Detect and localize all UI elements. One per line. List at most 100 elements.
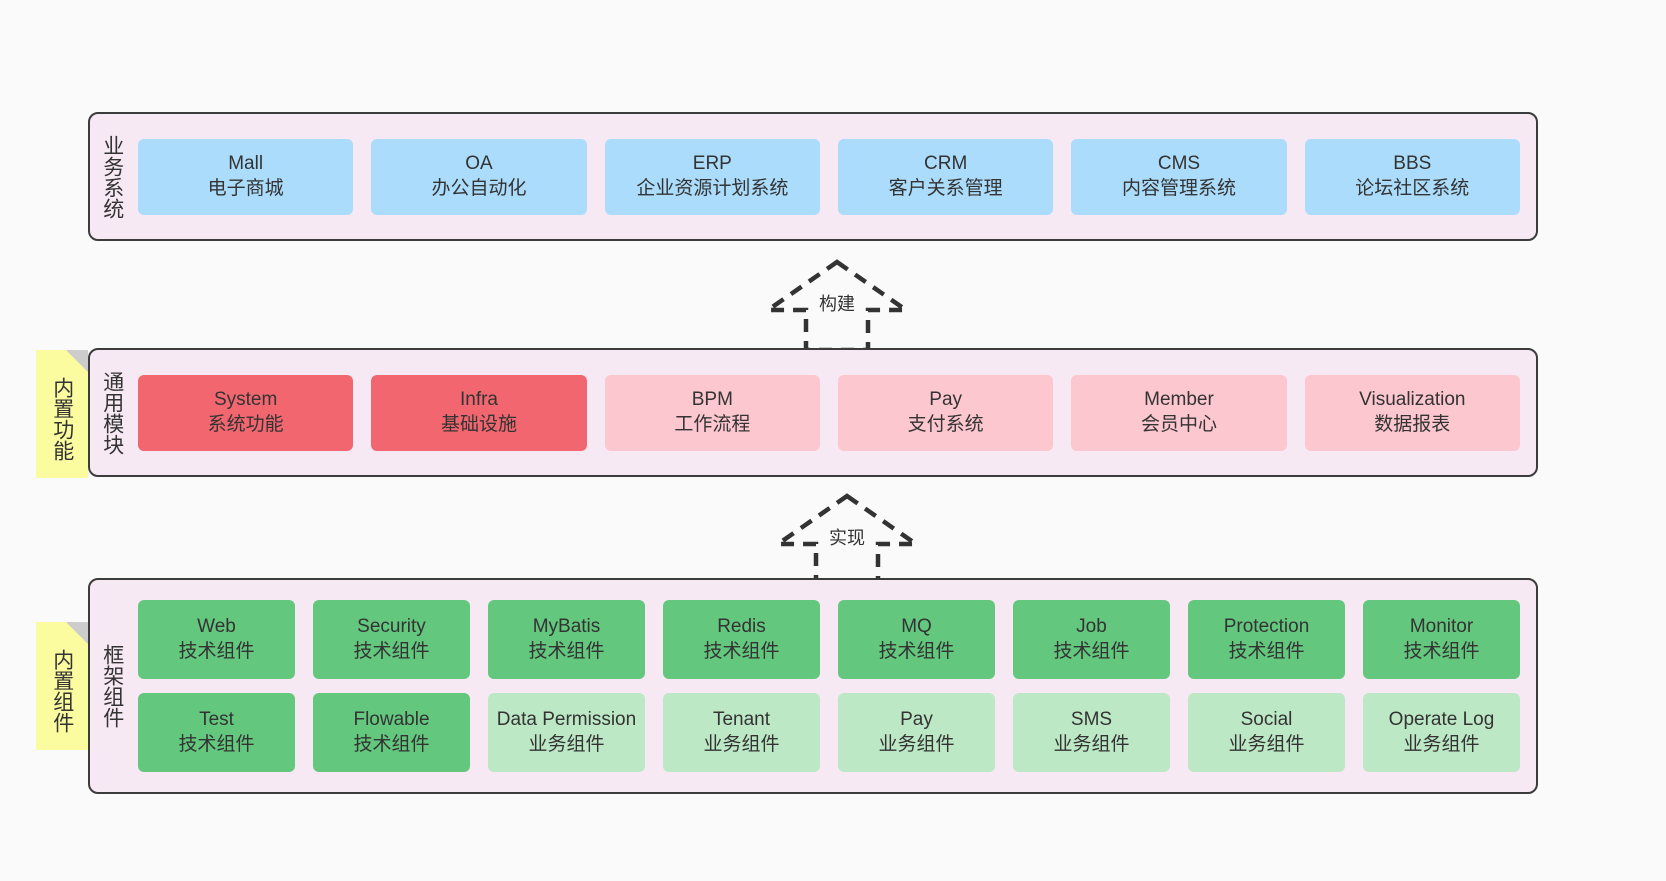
node-erp[interactable]: ERP 企业资源计划系统 — [604, 138, 820, 215]
node-bpm-name: BPM — [691, 389, 733, 411]
layer-common-modules: 通用模块 System 系统功能 Infra 基础设施 BPM 工作流程 Pay… — [88, 348, 1538, 477]
note-built-in-components: 内置组件 — [36, 622, 88, 750]
node-mybatis-name: MyBatis — [532, 616, 601, 638]
node-redis[interactable]: Redis 技术组件 — [663, 600, 820, 679]
node-cms-desc: 内容管理系统 — [1121, 177, 1236, 199]
node-data-permission-name: Data Permission — [496, 709, 637, 731]
node-bbs-name: BBS — [1393, 153, 1432, 175]
node-pay-component[interactable]: Pay 业务组件 — [838, 693, 995, 772]
layer-business-systems: 业务系统 Mall 电子商城 OA 办公自动化 ERP 企业资源计划系统 CRM… — [88, 112, 1538, 241]
node-operate-log[interactable]: Operate Log 业务组件 — [1363, 693, 1520, 772]
node-security[interactable]: Security 技术组件 — [313, 600, 470, 679]
node-test[interactable]: Test 技术组件 — [138, 693, 295, 772]
node-oa[interactable]: OA 办公自动化 — [371, 138, 587, 215]
node-infra[interactable]: Infra 基础设施 — [371, 374, 587, 451]
node-member[interactable]: Member 会员中心 — [1071, 374, 1287, 451]
note-fold-icon — [66, 622, 88, 644]
node-protection[interactable]: Protection 技术组件 — [1188, 600, 1345, 679]
node-mall-desc: 电子商城 — [207, 177, 284, 199]
business-node-row: Mall 电子商城 OA 办公自动化 ERP 企业资源计划系统 CRM 客户关系… — [138, 138, 1520, 215]
node-operate-log-desc: 业务组件 — [1403, 733, 1480, 755]
node-cms-name: CMS — [1157, 153, 1201, 175]
node-bbs-desc: 论坛社区系统 — [1355, 177, 1470, 199]
arrow-build-label: 构建 — [816, 290, 858, 316]
node-mall[interactable]: Mall 电子商城 — [138, 138, 354, 215]
layer-framework-title: 框架组件 — [100, 644, 124, 728]
node-flowable-name: Flowable — [353, 709, 430, 731]
node-pay-component-name: Pay — [900, 709, 933, 731]
node-sms-desc: 业务组件 — [1053, 733, 1130, 755]
node-pay-component-desc: 业务组件 — [878, 733, 955, 755]
node-system-name: System — [213, 389, 278, 411]
node-pay-module-name: Pay — [929, 389, 963, 411]
node-sms[interactable]: SMS 业务组件 — [1013, 693, 1170, 772]
node-mybatis[interactable]: MyBatis 技术组件 — [488, 600, 645, 679]
layer-common-title: 通用模块 — [100, 370, 124, 455]
node-web[interactable]: Web 技术组件 — [138, 600, 295, 679]
node-data-permission-desc: 业务组件 — [528, 733, 605, 755]
node-system[interactable]: System 系统功能 — [138, 374, 354, 451]
node-bbs[interactable]: BBS 论坛社区系统 — [1304, 138, 1520, 215]
node-mybatis-desc: 技术组件 — [528, 640, 605, 662]
node-cms[interactable]: CMS 内容管理系统 — [1071, 138, 1287, 215]
node-flowable[interactable]: Flowable 技术组件 — [313, 693, 470, 772]
node-operate-log-name: Operate Log — [1388, 709, 1495, 731]
node-job-name: Job — [1076, 616, 1107, 638]
node-data-permission[interactable]: Data Permission 业务组件 — [488, 693, 645, 772]
node-security-desc: 技术组件 — [353, 640, 430, 662]
node-web-desc: 技术组件 — [178, 640, 255, 662]
node-test-name: Test — [199, 709, 234, 731]
node-crm-name: CRM — [924, 153, 968, 175]
node-web-name: Web — [197, 616, 236, 638]
node-social-desc: 业务组件 — [1228, 733, 1305, 755]
node-tenant[interactable]: Tenant 业务组件 — [663, 693, 820, 772]
node-monitor-name: Monitor — [1409, 616, 1474, 638]
node-protection-desc: 技术组件 — [1228, 640, 1305, 662]
node-job[interactable]: Job 技术组件 — [1013, 600, 1170, 679]
node-test-desc: 技术组件 — [178, 733, 255, 755]
node-job-desc: 技术组件 — [1053, 640, 1130, 662]
node-monitor[interactable]: Monitor 技术组件 — [1363, 600, 1520, 679]
node-infra-desc: 基础设施 — [440, 413, 517, 435]
node-social[interactable]: Social 业务组件 — [1188, 693, 1345, 772]
common-node-row: System 系统功能 Infra 基础设施 BPM 工作流程 Pay 支付系统… — [138, 374, 1520, 451]
node-bpm[interactable]: BPM 工作流程 — [604, 374, 820, 451]
node-member-name: Member — [1144, 389, 1214, 411]
node-visualization-name: Visualization — [1359, 389, 1466, 411]
node-redis-name: Redis — [717, 616, 766, 638]
node-security-name: Security — [357, 616, 426, 638]
node-member-desc: 会员中心 — [1140, 413, 1217, 435]
note-built-in-functions-label: 内置功能 — [50, 377, 74, 461]
note-built-in-components-label: 内置组件 — [50, 649, 74, 733]
arrow-implement: 实现 — [772, 490, 922, 588]
node-oa-desc: 办公自动化 — [431, 177, 527, 199]
node-mq-desc: 技术组件 — [878, 640, 955, 662]
arrow-build: 构建 — [762, 256, 912, 354]
node-pay-module[interactable]: Pay 支付系统 — [837, 374, 1054, 451]
node-tenant-desc: 业务组件 — [703, 733, 780, 755]
node-protection-name: Protection — [1223, 616, 1310, 638]
node-monitor-desc: 技术组件 — [1403, 640, 1480, 662]
node-sms-name: SMS — [1070, 709, 1113, 731]
arrow-build-glyph — [762, 259, 912, 353]
node-visualization[interactable]: Visualization 数据报表 — [1304, 374, 1520, 451]
arrow-implement-label: 实现 — [826, 524, 868, 550]
node-redis-desc: 技术组件 — [703, 640, 780, 662]
node-mq[interactable]: MQ 技术组件 — [838, 600, 995, 679]
node-bpm-desc: 工作流程 — [674, 413, 751, 435]
node-mall-name: Mall — [228, 153, 264, 175]
framework-node-row-2: Test 技术组件 Flowable 技术组件 Data Permission … — [138, 693, 1520, 772]
node-infra-name: Infra — [459, 389, 498, 411]
node-crm[interactable]: CRM 客户关系管理 — [837, 138, 1054, 215]
node-visualization-desc: 数据报表 — [1374, 413, 1451, 435]
layer-framework-body: Web 技术组件 Security 技术组件 MyBatis 技术组件 Redi… — [134, 580, 1536, 792]
layer-business-body: Mall 电子商城 OA 办公自动化 ERP 企业资源计划系统 CRM 客户关系… — [134, 114, 1536, 239]
node-flowable-desc: 技术组件 — [353, 733, 430, 755]
node-social-name: Social — [1240, 709, 1293, 731]
node-tenant-name: Tenant — [712, 709, 771, 731]
note-fold-icon — [66, 350, 88, 372]
node-mq-name: MQ — [901, 616, 932, 638]
framework-node-row-1: Web 技术组件 Security 技术组件 MyBatis 技术组件 Redi… — [138, 600, 1520, 679]
layer-common-body: System 系统功能 Infra 基础设施 BPM 工作流程 Pay 支付系统… — [134, 350, 1536, 475]
